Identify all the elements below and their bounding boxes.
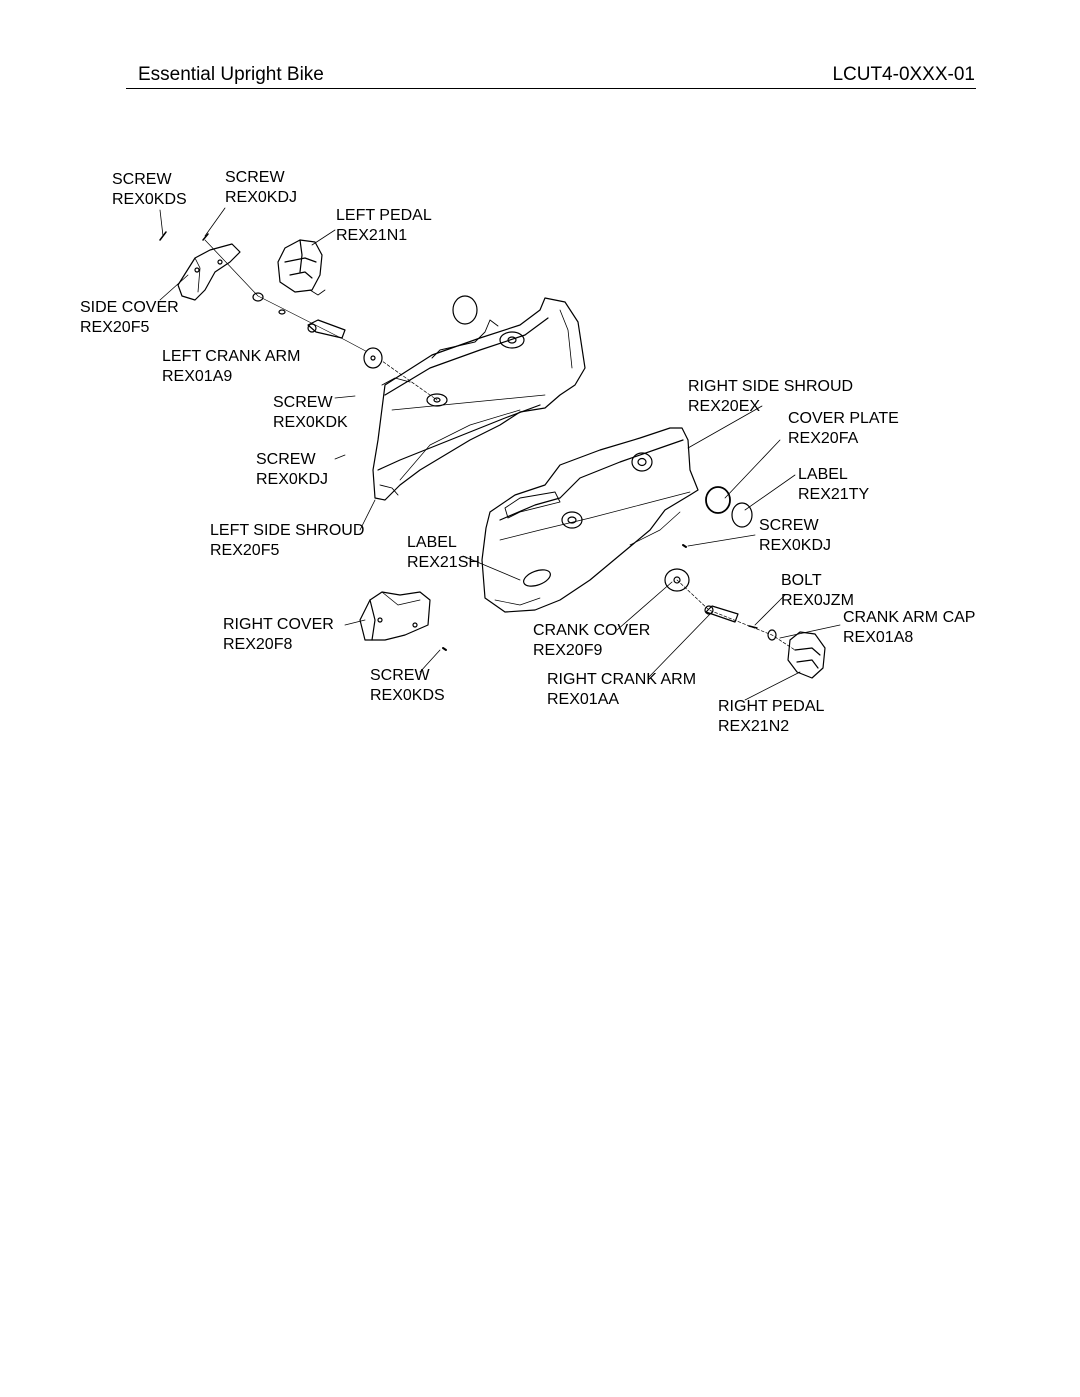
crank-arm-cap-part: [748, 625, 777, 641]
left-crank-arm-part: [307, 319, 346, 339]
part-number: REX21TY: [798, 486, 870, 503]
right-pedal-label: RIGHT PEDAL REX21N2: [718, 697, 824, 737]
right-pedal-part: [787, 631, 826, 679]
crank-cover-label: CRANK COVER REX20F9: [533, 621, 650, 661]
part-name: SCREW: [370, 667, 430, 684]
screw-rex0kdj-label-right: SCREW REX0KDJ: [759, 516, 831, 556]
part-name: SIDE COVER: [80, 299, 179, 316]
part-name: LABEL: [407, 534, 457, 551]
part-name: BOLT: [781, 572, 822, 589]
leader-lines: [159, 207, 841, 701]
right-side-shroud-label: RIGHT SIDE SHROUD REX20EX: [688, 377, 853, 417]
left-hardware: [159, 231, 286, 315]
model-number: LCUT4-0XXX-01: [832, 64, 975, 85]
part-number: REX20F8: [223, 636, 293, 653]
part-number: REX21SH: [407, 554, 480, 571]
part-number: REX21N2: [718, 718, 790, 735]
part-name: RIGHT COVER: [223, 616, 334, 633]
part-number: REX0KDS: [370, 687, 445, 704]
part-number: REX01A9: [162, 368, 233, 385]
left-side-shroud-label: LEFT SIDE SHROUD REX20F5: [210, 521, 364, 561]
part-name: SCREW: [256, 451, 316, 468]
left-side-shroud-part: [372, 297, 586, 501]
part-name: COVER PLATE: [788, 410, 899, 427]
part-number: REX0KDJ: [225, 189, 298, 206]
bolt-label: BOLT REX0JZM: [781, 571, 854, 611]
part-number: REX20F5: [80, 319, 150, 336]
part-number: REX01AA: [547, 691, 620, 708]
right-cover-part: [359, 591, 431, 641]
part-name: SCREW: [225, 169, 285, 186]
part-name: SCREW: [759, 517, 819, 534]
part-name: LEFT SIDE SHROUD: [210, 522, 365, 539]
header-rule: [126, 88, 976, 89]
screw-rex0kds-label-bottom: SCREW REX0KDS: [370, 666, 445, 706]
screw-rex0kdj-label-mid: SCREW REX0KDJ: [256, 450, 328, 490]
part-number: REX20EX: [688, 398, 761, 415]
part-number: REX0KDS: [112, 191, 187, 208]
part-number: REX0JZM: [781, 592, 854, 609]
part-number: REX20F9: [533, 642, 603, 659]
right-crank-arm-label: RIGHT CRANK ARM REX01AA: [547, 670, 696, 710]
left-pedal-part: [277, 239, 326, 296]
part-name: RIGHT SIDE SHROUD: [688, 378, 854, 395]
screw-rex0kdj-label-top: SCREW REX0KDJ: [225, 168, 297, 208]
part-number: REX0KDJ: [759, 537, 832, 554]
side-cover-label: SIDE COVER REX20F5: [80, 298, 179, 338]
part-number: REX0KDJ: [256, 471, 329, 488]
left-crank-arm-label: LEFT CRANK ARM REX01A9: [162, 347, 300, 387]
part-name: LABEL: [798, 466, 848, 483]
label-rex21ty-label: LABEL REX21TY: [798, 465, 869, 505]
side-cover-part: [177, 243, 241, 301]
part-name: CRANK COVER: [533, 622, 651, 639]
part-name: RIGHT CRANK ARM: [547, 671, 697, 688]
right-cover-label: RIGHT COVER REX20F8: [223, 615, 334, 655]
cover-plate-label: COVER PLATE REX20FA: [788, 409, 899, 449]
right-side-shroud-part: [481, 427, 699, 613]
part-number: REX0KDK: [273, 414, 348, 431]
crank-arm-cap-label: CRANK ARM CAP REX01A8: [843, 608, 975, 648]
screw-rex0kdk-label: SCREW REX0KDK: [273, 393, 348, 433]
part-name: LEFT CRANK ARM: [162, 348, 301, 365]
part-number: REX21N1: [336, 227, 408, 244]
part-name: CRANK ARM CAP: [843, 609, 976, 626]
part-number: REX20F5: [210, 542, 280, 559]
part-number: REX01A8: [843, 629, 914, 646]
part-name: SCREW: [273, 394, 333, 411]
screw-rex0kds-label-top: SCREW REX0KDS: [112, 170, 187, 210]
document-title: Essential Upright Bike: [138, 64, 324, 85]
part-number: REX20FA: [788, 430, 859, 447]
left-pedal-label: LEFT PEDAL REX21N1: [336, 206, 432, 246]
part-name: LEFT PEDAL: [336, 207, 432, 224]
part-name: RIGHT PEDAL: [718, 698, 825, 715]
part-name: SCREW: [112, 171, 172, 188]
label-rex21sh-label: LABEL REX21SH: [407, 533, 480, 573]
